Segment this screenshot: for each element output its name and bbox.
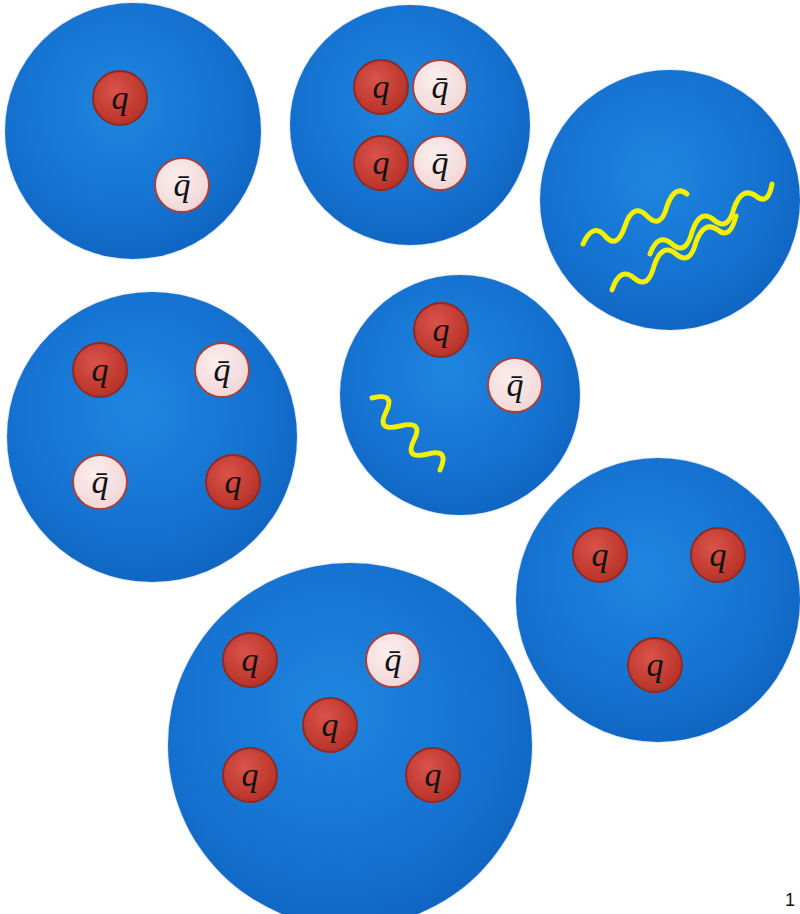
quark-symbol: q̄: [432, 70, 449, 104]
quark-symbol: q: [433, 313, 450, 347]
quark-circle: q: [302, 697, 358, 753]
hadron-circle: q q q: [516, 458, 800, 742]
quark-circle: q: [405, 747, 461, 803]
quark-circle: q: [222, 632, 278, 688]
quark-symbol: q̄: [214, 353, 231, 387]
antiquark-circle: q̄: [365, 632, 421, 688]
hadron-circle: [540, 70, 800, 330]
quark-symbol: q: [647, 648, 664, 682]
quark-symbol: q: [242, 643, 259, 677]
antiquark-circle: q̄: [412, 135, 468, 191]
quark-symbol: q̄: [507, 368, 524, 402]
hadron-circle: q q̄: [340, 275, 580, 515]
quark-symbol: q̄: [174, 168, 191, 202]
hadron-circle: q q̄ q q̄: [290, 5, 530, 245]
quark-symbol: q: [322, 708, 339, 742]
quark-symbol: q: [373, 146, 390, 180]
quark-symbol: q̄: [432, 146, 449, 180]
quark-circle: q: [353, 59, 409, 115]
quark-symbol: q: [425, 758, 442, 792]
antiquark-circle: q̄: [72, 454, 128, 510]
antiquark-circle: q̄: [194, 342, 250, 398]
antiquark-circle: q̄: [412, 59, 468, 115]
quark-symbol: q: [710, 538, 727, 572]
quark-symbol: q̄: [92, 465, 109, 499]
quark-symbol: q̄: [385, 643, 402, 677]
antiquark-circle: q̄: [487, 357, 543, 413]
antiquark-circle: q̄: [154, 157, 210, 213]
quark-symbol: q: [373, 70, 390, 104]
hadron-circle: q q̄ q̄ q: [7, 292, 297, 582]
quark-circle: q: [92, 70, 148, 126]
quark-circle: q: [690, 527, 746, 583]
quark-symbol: q: [112, 81, 129, 115]
quark-circle: q: [413, 302, 469, 358]
hadron-circle: q q̄: [5, 3, 261, 259]
hadron-circle: q q̄ q q q: [168, 563, 532, 914]
quark-symbol: q: [242, 758, 259, 792]
quark-symbol: q: [225, 465, 242, 499]
quark-symbol: q: [92, 353, 109, 387]
quark-circle: q: [353, 135, 409, 191]
quark-circle: q: [572, 527, 628, 583]
quark-symbol: q: [592, 538, 609, 572]
quark-circle: q: [205, 454, 261, 510]
page-number: 1: [785, 890, 795, 911]
quark-circle: q: [222, 747, 278, 803]
quark-circle: q: [627, 637, 683, 693]
quark-circle: q: [72, 342, 128, 398]
